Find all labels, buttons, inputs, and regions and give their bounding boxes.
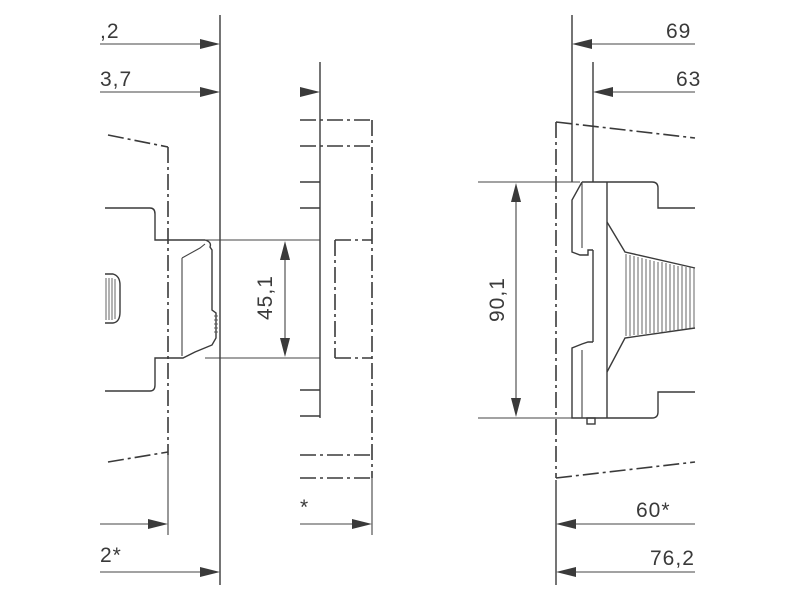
dim-arrow — [556, 519, 576, 529]
dim-label-top-2: 3,7 — [100, 68, 132, 91]
dim-label-bottom-2: 2* — [100, 544, 122, 567]
dim-arrow — [300, 87, 320, 97]
cover-lower-slope — [606, 327, 696, 373]
neighbour-module-profile — [300, 119, 373, 535]
dim-label-bottom-2: 76,2 — [650, 547, 695, 570]
envelope-top-slope — [555, 121, 696, 139]
envelope-bottom-slope — [555, 461, 696, 479]
dim-label-bottom-1: 60* — [636, 499, 671, 522]
clip-detail — [181, 243, 206, 259]
dim-label-top-2: 63 — [676, 68, 701, 91]
cover-ribs — [625, 254, 695, 336]
clip-serrations — [214, 315, 218, 333]
dim-arrow — [280, 241, 290, 260]
dim-arrow — [148, 519, 168, 529]
housing-upper-outline — [105, 207, 168, 241]
knob-ribs — [105, 278, 116, 320]
dim-arrow — [280, 338, 290, 357]
envelope-bottom-slope — [107, 451, 169, 463]
dim-arrow — [200, 39, 220, 49]
dim-label-top-1: ,2 — [100, 20, 120, 43]
clip-upper — [571, 181, 593, 256]
dim-arrow — [200, 87, 220, 97]
clip-foot — [586, 417, 596, 425]
dim-arrow — [572, 39, 592, 49]
dim-label-height: 45,1 — [254, 275, 277, 320]
envelope-top-slope — [107, 134, 169, 148]
dim-arrow — [352, 519, 372, 529]
cover-upper-slope — [606, 221, 696, 269]
right-side-view: 69 63 90,1 — [478, 15, 701, 585]
dim-arrow — [511, 183, 521, 202]
dim-label-bottom-1: * — [300, 496, 309, 519]
left-side-view: ,2 3,7 — [100, 15, 373, 585]
rail-clip — [168, 239, 217, 359]
dim-arrow — [511, 398, 521, 417]
housing-lower-outline — [105, 357, 168, 392]
dim-arrow — [593, 87, 613, 97]
housing-lower-outline — [582, 391, 695, 419]
dim-label-height: 90,1 — [486, 277, 509, 322]
housing-upper-outline — [582, 181, 695, 209]
dim-arrow — [556, 567, 576, 577]
dim-arrow — [200, 567, 220, 577]
front-knob — [105, 273, 121, 324]
clip-lower — [571, 341, 593, 419]
dim-label-top-1: 69 — [666, 20, 691, 43]
